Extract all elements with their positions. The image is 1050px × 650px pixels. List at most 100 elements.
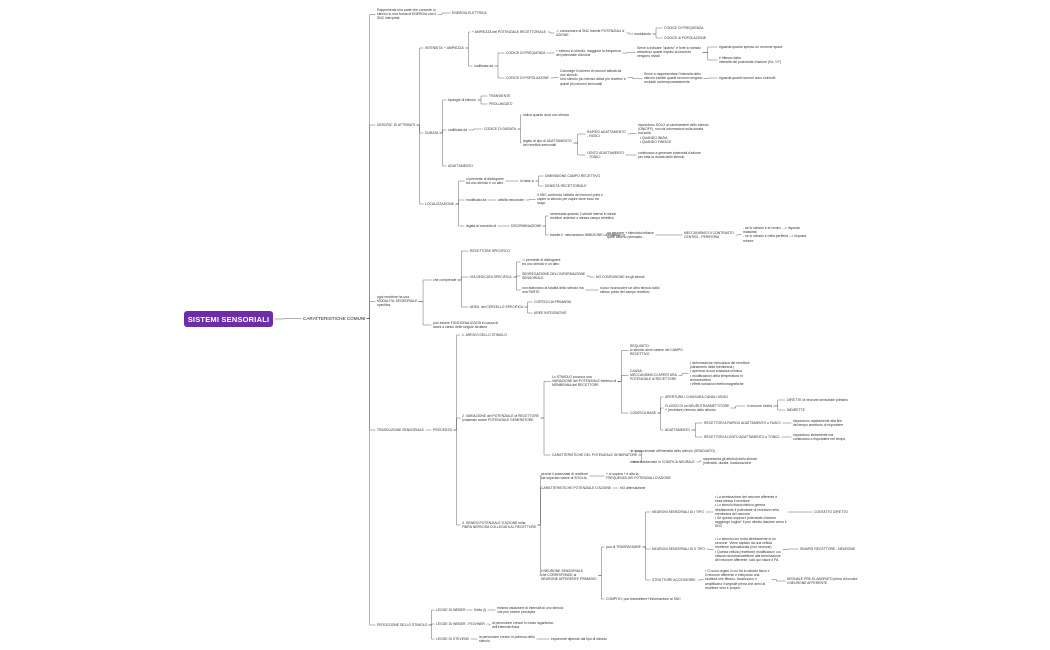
topic-tras[interactable]: TRASDUZIONE SENSORIALE	[377, 428, 424, 432]
topic-ns1[interactable]: NEURONI SENSORIALI DI I TIPO	[652, 510, 704, 514]
topic-inib[interactable]: tramite il meccanismo INIBIZIONE LATERAL…	[550, 233, 621, 237]
topic-inib2[interactable]: un neurone + stimolato inibisce quelli a…	[607, 231, 654, 240]
topic-area[interactable]: AREA del CERVELLO SPECIFICA	[470, 305, 524, 309]
topic-amp[interactable]: + AMPIEZZA del POTENZIALE RECETTORIALE	[472, 30, 546, 34]
topic-loc3[interactable]: legata al concetto di	[466, 224, 497, 228]
topic-rad[interactable]: rispondono rapidamente alla fine del tem…	[793, 419, 844, 428]
topic-cen[interactable]: MECCANISMO DI CONTRASTO CENTRO - PERIFER…	[684, 231, 734, 240]
topic-ns1d[interactable]: • La terminazione del neurone afferente …	[715, 495, 787, 529]
topic-p3b[interactable]: CARATTERISTICHE POTENZIALE D'AZIONE	[541, 486, 612, 490]
topic-cdur2[interactable]: legato al tipo di ADATTAMENTO dei recett…	[523, 139, 572, 148]
topic-cdur1[interactable]: indica quanto dura uno stimolo	[523, 113, 570, 117]
topic-dir[interactable]: DIRETTE di neurone sensoriale primario	[787, 398, 849, 402]
topic-enel[interactable]: ENERGIA ELETTRICA	[452, 11, 487, 15]
topic-cb2b[interactable]: il neurone inoltra	[747, 404, 773, 408]
topic-cp2f[interactable]: riguarda quanti neuroni sono coinvolti	[719, 76, 776, 80]
topic-car2[interactable]: CARATTERISTICHE DEL POTENZIALE GENERATOR…	[552, 453, 638, 457]
topic-st2[interactable]: esponente dipende dal tipo di stimolo	[551, 637, 607, 641]
topic-p3[interactable]: 3. GENESI POTENZIALE D'AZIONE nella FIBR…	[462, 521, 537, 530]
topic-rap[interactable]: RAPIDO ADATTAMENTO - FASICI	[587, 130, 626, 139]
topic-trans[interactable]: TRANSIENTE	[489, 94, 511, 98]
topic-la[interactable]: RECETTORI A LENTO ADATTAMENTO o TONICI	[704, 435, 780, 439]
topic-car2c[interactable]: rappresenta gli attributi dello stimolo …	[703, 457, 758, 466]
topic-p3b2[interactable]: NO attenuazione	[620, 486, 646, 490]
topic-cfreq[interactable]: CODICE DI FREQUENZA	[664, 26, 704, 30]
topic-via3b[interactable]: si può riconoscere un altro stimolo dall…	[600, 286, 660, 295]
topic-comp2[interactable]: COMPITO: può trasmettere l'informazione …	[606, 597, 681, 601]
topic-wf1[interactable]: la percezione cresce in modo logaritmico…	[492, 621, 554, 630]
topic-intro[interactable]: Rappresenta una parte che converte lo st…	[377, 8, 436, 21]
topic-rapd[interactable]: rispondono SOLO ai cambiamenti dello sti…	[638, 123, 709, 144]
topic-ns2[interactable]: NEURONI SENSORIALI DI II TIPO	[652, 547, 705, 551]
topic-lend[interactable]: continuano a generare potenziali d'azion…	[638, 151, 701, 160]
topic-cb2[interactable]: FLUSSO DI un NEUROTRASMETTITORE + (recet…	[665, 404, 730, 413]
topic-dur[interactable]: DURATA	[425, 131, 439, 135]
topic-proc[interactable]: PROCESSO	[433, 428, 453, 432]
topic-comp[interactable]: che comprende	[433, 278, 457, 282]
topic-cp2[interactable]: CODICE DI POPOLAZIONE	[506, 76, 549, 80]
topic-int[interactable]: INTENSITA' + AMPIEZZA	[425, 46, 464, 50]
topic-p2[interactable]: 2. VARIAZIONE del POTENZIALE di RECETTOR…	[462, 414, 539, 423]
topic-attr[interactable]: DESCRIZ. DI ATTRIBUTI	[377, 123, 416, 127]
topic-p3c[interactable]: il NEURONE SENSORIALE che CORRISPONDE al…	[541, 569, 597, 582]
topic-ind[interactable]: INDIRETTE	[787, 408, 805, 412]
topic-ra[interactable]: RECETTORI A RAPIDO ADATTAMENTO o FASICI	[704, 421, 781, 425]
topic-cdur[interactable]: CODICE DI DURATA	[484, 127, 516, 131]
topic-cf2d[interactable]: + intenso lo stimolo, maggiore la freque…	[556, 49, 621, 58]
topic-cb[interactable]: CODIFICA BASE	[630, 411, 657, 415]
topic-caud[interactable]: • deformazione meccanica del recettore (…	[690, 361, 750, 387]
topic-cp[interactable]: CORTECCIA PRIMARIA	[534, 300, 572, 304]
topic-cp2e[interactable]: Serve a rappresentare l'intensità dello …	[644, 72, 703, 85]
topic-med[interactable]: -> modulando	[630, 32, 651, 36]
topic-weber1[interactable]: Delta (I)	[474, 608, 487, 612]
topic-ogni[interactable]: ogni recettore ha una MODALITA' SENSORIA…	[377, 295, 418, 308]
topic-dcr[interactable]: DIMENSIONE CAMPO RECETTIVO	[545, 174, 601, 178]
topic-loc[interactable]: LOCALIZZAZIONE	[425, 202, 454, 206]
topic-sa[interactable]: STRUTTURE ACCESSORIE	[652, 578, 696, 582]
topic-via2[interactable]: SEGREGAZIONE DELL'INFORMAZIONE SENSORIAL…	[522, 272, 586, 281]
topic-loc2[interactable]: modificato da	[466, 198, 487, 202]
topic-sad[interactable]: • Ci sono organi in cui fra lo stimolo f…	[705, 569, 770, 590]
topic-prol[interactable]: PROLUNGATO	[489, 102, 513, 106]
topic-wf[interactable]: LEGGE DI WEBER - FECHNER	[436, 622, 485, 626]
topic-funz[interactable]: può essere FUNZIONALIZZATA in causa di d…	[433, 321, 499, 330]
topic-loc2c[interactable]: Il SNC confronta l'attività dei neuroni …	[537, 193, 603, 206]
root-node[interactable]: SISTEMI SENSORIALI	[184, 311, 273, 327]
topic-ns2e[interactable]: SINAPSI RECETTORE - NEURONE	[800, 547, 856, 551]
topic-cf2g[interactable]: è riflesso dalla intensità del potenzial…	[719, 56, 782, 65]
topic-cen1[interactable]: - se lo stimolo è al centro --> risposta…	[743, 226, 807, 243]
topic-p3a[interactable]: perché il potenziale di recettore sia su…	[541, 472, 589, 481]
topic-rs[interactable]: RECETTORE SPECIFICO	[470, 249, 511, 253]
topic-weber2[interactable]: minima variazione di intensità di uno st…	[497, 606, 564, 615]
topic-len[interactable]: LENTO ADATTAMENTO - TONICI	[587, 151, 625, 160]
topic-via[interactable]: VIA DEDICATA SPECIFICA	[470, 275, 512, 279]
topic-st[interactable]: LEGGE DI STEVENS	[436, 637, 469, 641]
topic-cpop[interactable]: CODICE di POPOLAZIONE	[664, 36, 707, 40]
topic-via1[interactable]: -> permette di distinguere tra uno stimo…	[522, 258, 561, 267]
topic-disc[interactable]: DISCRIMINAZIONE	[511, 224, 542, 228]
topic-req[interactable]: REQUISITO: lo stimolo deve cadere nel CA…	[630, 344, 683, 357]
topic-st1[interactable]: la percezione cresce in potenza dello st…	[479, 635, 535, 644]
topic-att[interactable]: può di TRASPASSARE	[606, 545, 641, 549]
topic-car2a[interactable]: è proporzionale all'intensità dello stim…	[631, 449, 715, 453]
topic-loc2b[interactable]: attività neuronale	[498, 198, 524, 202]
topic-amp2[interactable]: -> comunicare al SNC tramite POTENZIALI …	[556, 29, 625, 38]
topic-cb1[interactable]: APERTURA / CHIUSURA CANALI IONICI	[665, 395, 729, 399]
topic-adat[interactable]: ADATTAMENTO	[448, 164, 474, 168]
topic-cf2f[interactable]: riguarda quanto spesso un neurone spara	[719, 45, 782, 49]
topic-via2b[interactable]: NO CONFUSIONE tra gli stimoli	[596, 275, 645, 279]
topic-loc1b[interactable]: in base a	[520, 179, 534, 183]
topic-perc[interactable]: PERCEZIONE DELLO STIMOLO	[377, 623, 428, 627]
topic-car2b[interactable]: viene trasformato in CODIFICA NEURALE	[631, 460, 695, 464]
topic-loc1[interactable]: ci permette di distinguere tra uno stimo…	[466, 177, 504, 186]
topic-cp2d[interactable]: Coinvolge il numero di neuroni attivati …	[560, 69, 626, 86]
topic-car[interactable]: CARATTERISTICHE COMUNI	[303, 316, 366, 321]
topic-sae[interactable]: SEGNALE PRE-ELABORATO prima di toccare i…	[787, 577, 858, 586]
topic-codif[interactable]: codificata da	[448, 128, 468, 132]
topic-ad[interactable]: ADATTAMENTO	[665, 428, 691, 432]
topic-tipo[interactable]: tipologie di stimolo	[448, 98, 476, 102]
topic-dens[interactable]: DENSITÀ RECETTORIALE	[545, 184, 587, 188]
topic-lad[interactable]: rispondono lentamente ma continuano a ri…	[793, 433, 846, 442]
topic-cod[interactable]: codificata da	[474, 64, 494, 68]
topic-disc1[interactable]: necessaria quando 2 stimoli intensi in s…	[550, 212, 616, 221]
